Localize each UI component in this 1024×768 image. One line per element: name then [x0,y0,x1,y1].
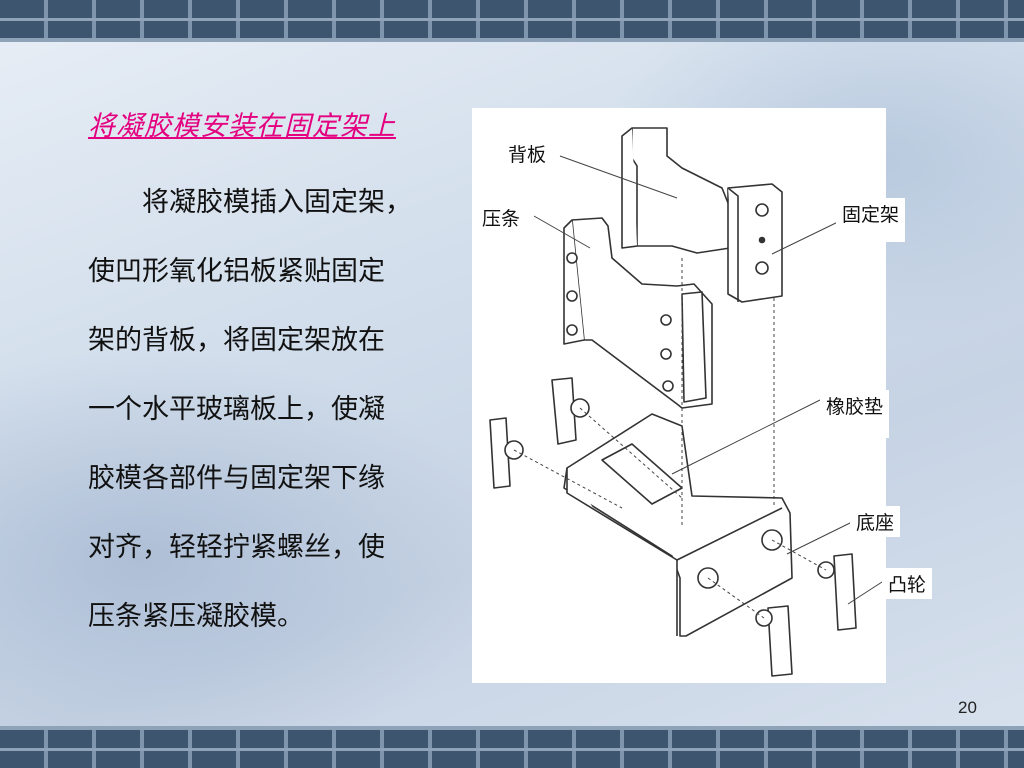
paragraph-line: 使凹形氧化铝板紧贴固定 [88,256,385,287]
gel-mold-assembly-figure: 背板 压条 固定架 橡胶垫 底座 凸轮 [472,108,933,683]
fixing-frame-shape [727,183,783,303]
cam-left-upper [551,377,577,445]
slide-title: 将凝胶模安装在固定架上 [88,111,396,142]
back-plate-shape [631,127,731,254]
label-base: 底座 [850,506,901,537]
label-pressing-strip: 压条 [476,202,527,233]
label-fixing-frame: 固定架 [836,198,906,242]
bottom-border-wall [0,726,1024,768]
top-border-wall [0,0,1024,42]
cam-left-lower [489,417,511,489]
exploded-view-drawing [489,127,883,677]
cam-right-upper [833,553,857,631]
paragraph-line: 一个水平玻璃板上，使凝 [88,394,385,425]
cam-right-lower [767,605,793,677]
pressing-strip-shape [571,217,713,409]
paragraph-line: 架的背板，将固定架放在 [88,325,385,356]
label-cam: 凸轮 [882,568,933,599]
paragraph-line: 胶模各部件与固定架下缘 [88,463,385,494]
body-paragraph: 将凝胶模插入固定架， 使凹形氧化铝板紧贴固定 架的背板，将固定架放在 一个水平玻… [88,168,468,651]
paragraph-line: 将凝胶模插入固定架， [88,187,412,218]
paragraph-line: 压条紧压凝胶模。 [88,601,304,632]
label-rubber-pad: 橡胶垫 [820,390,890,438]
label-back-plate: 背板 [502,138,553,169]
base-shape [563,413,793,637]
page-number: 20 [958,698,977,717]
paragraph-line: 对齐，轻轻拧紧螺丝，使 [88,532,385,563]
